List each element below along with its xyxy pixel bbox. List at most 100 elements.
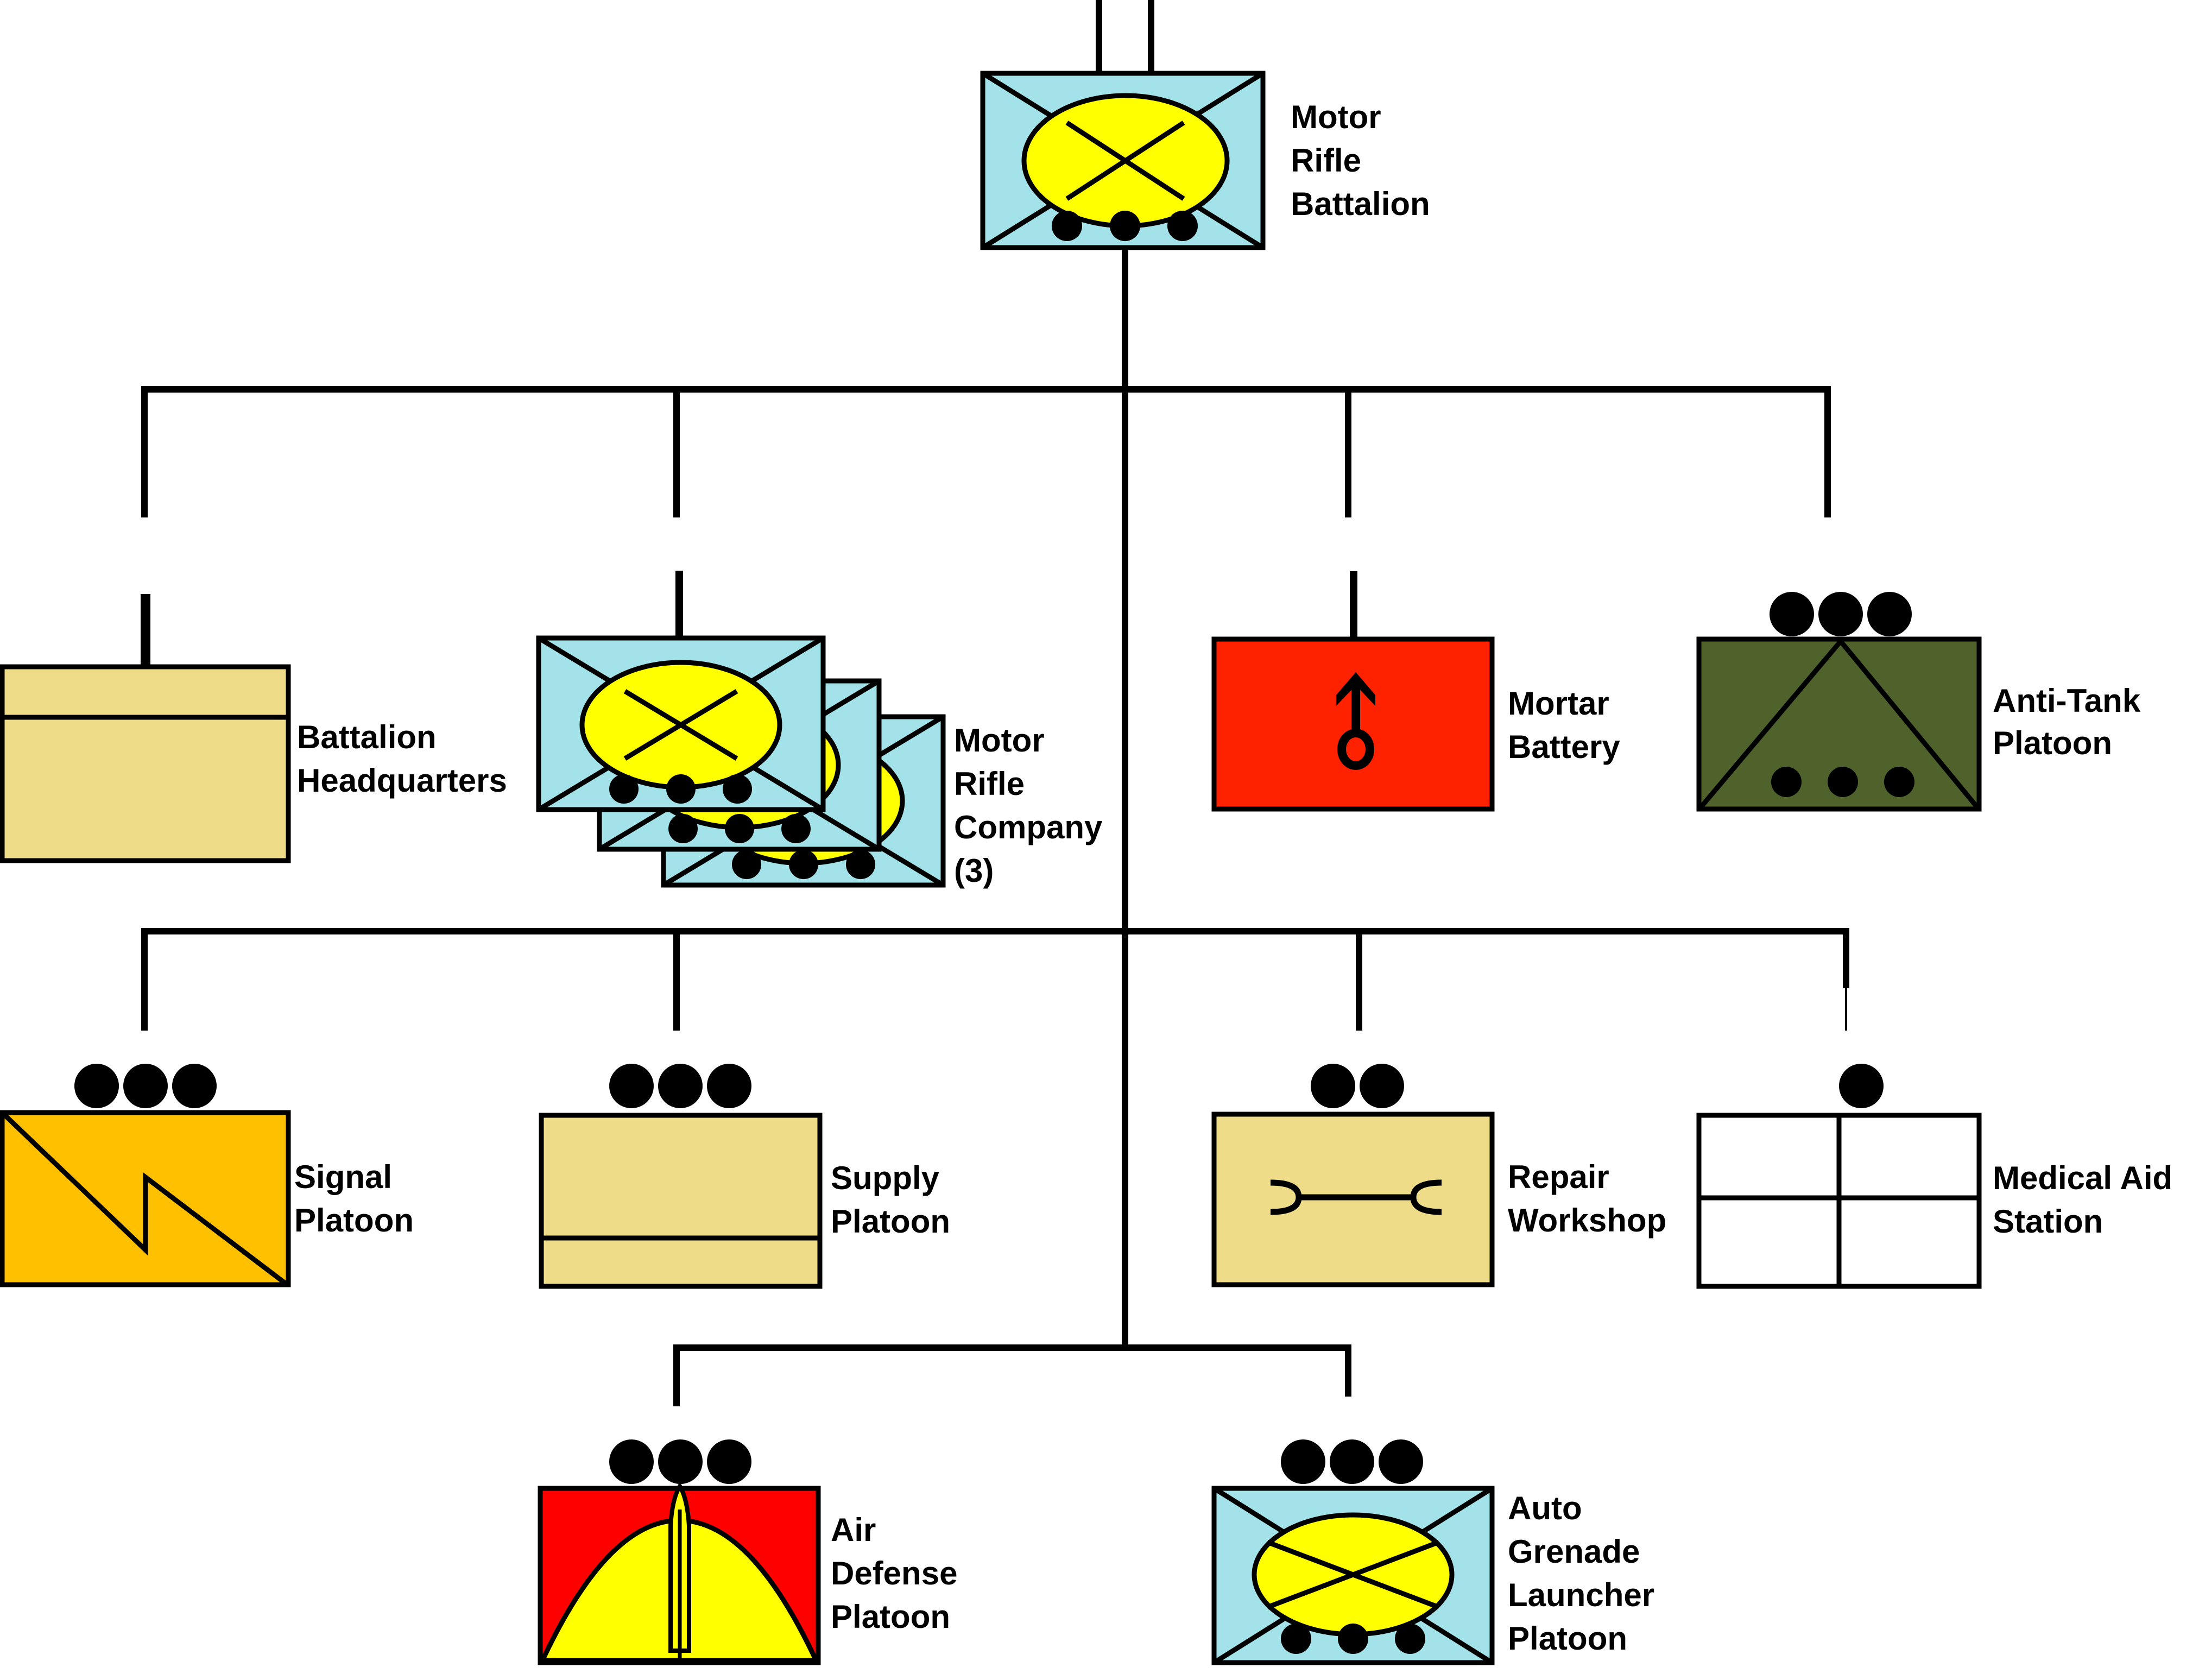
label-line: Anti-Tank: [1993, 683, 2141, 719]
size-dot: [666, 774, 696, 804]
unit-frame: [0, 664, 291, 863]
label-line: Mortar: [1508, 685, 1609, 722]
size-dot: [781, 814, 811, 843]
label-line: Platoon: [294, 1202, 414, 1239]
unit-label: Repair Workshop: [1508, 1159, 1666, 1239]
size-dot: [723, 774, 752, 804]
mortar-icon: [1336, 672, 1375, 770]
label-line: Battalion: [297, 719, 437, 755]
unit-label: Motor Rifle Battalion: [1291, 99, 1430, 222]
label-line: Medical Aid: [1993, 1160, 2172, 1196]
unit-supply-platoon[interactable]: Supply Platoon: [539, 1064, 950, 1289]
label-line: Station: [1993, 1203, 2103, 1240]
unit-frame: [539, 1113, 823, 1289]
size-dot: [1395, 1624, 1425, 1654]
size-dot: [1828, 767, 1858, 797]
company-card-1: [536, 635, 826, 812]
size-dot: [1884, 767, 1914, 797]
size-dot: [74, 1064, 119, 1108]
label-line: Motor: [1291, 99, 1381, 135]
label-line: Company: [954, 809, 1103, 845]
size-dot: [1818, 592, 1863, 636]
size-dot: [658, 1439, 703, 1484]
unit-label: Supply Platoon: [831, 1160, 950, 1240]
unit-label: Battalion Headquarters: [297, 719, 507, 799]
size-dot: [725, 814, 754, 843]
size-dot: [707, 1439, 751, 1484]
label-line: Platoon: [1993, 725, 2112, 761]
connector-lines: [141, 0, 1849, 1406]
label-line: Repair: [1508, 1159, 1609, 1195]
size-dot: [1311, 1064, 1355, 1108]
size-dot: [1052, 211, 1082, 241]
label-line: Auto: [1508, 1490, 1582, 1526]
size-dot: [846, 850, 875, 879]
infantry-cross: [1266, 1539, 1440, 1610]
label-line: Workshop: [1508, 1202, 1666, 1239]
label-line: Headquarters: [297, 762, 507, 799]
size-dot: [172, 1064, 217, 1108]
label-line: Platoon: [1508, 1620, 1627, 1657]
label-line: Rifle: [1291, 142, 1361, 179]
unit-motor-rifle-battalion[interactable]: Motor Rifle Battalion: [980, 71, 1430, 250]
label-line: Platoon: [831, 1599, 950, 1635]
label-line: Platoon: [831, 1203, 950, 1240]
unit-label: Air Defense Platoon: [831, 1512, 966, 1635]
size-dot: [732, 850, 761, 879]
size-dot: [789, 850, 818, 879]
size-dot: [123, 1064, 168, 1108]
size-dot: [1770, 592, 1814, 636]
unit-motor-rifle-company[interactable]: Motor Rifle Company (3): [536, 571, 1111, 889]
size-dot: [1330, 1439, 1374, 1484]
label-line: Motor: [954, 722, 1045, 759]
size-dot: [609, 1064, 654, 1108]
unit-label: Mortar Battery: [1508, 685, 1620, 765]
unit-mortar-battery[interactable]: Mortar Battery: [1211, 571, 1620, 812]
label-line: Signal: [294, 1159, 392, 1195]
size-dot: [1110, 211, 1140, 241]
unit-signal-platoon[interactable]: Signal Platoon: [0, 1064, 414, 1287]
size-dot: [1167, 211, 1198, 241]
label-line: Grenade: [1508, 1533, 1640, 1570]
size-dot: [1281, 1624, 1311, 1654]
row1-branch: [141, 386, 1831, 517]
maintenance-wrench-icon: [1270, 1179, 1442, 1215]
unit-label: Auto Grenade Launcher Platoon: [1508, 1490, 1664, 1657]
anti-tank-icon: [1699, 637, 1979, 809]
infantry-cross: [1065, 121, 1185, 201]
unit-anti-tank-platoon[interactable]: Anti-Tank Platoon: [1696, 592, 2150, 812]
label-line: Supply: [831, 1160, 940, 1196]
unit-medical-aid-station[interactable]: Medical Aid Station: [1696, 1064, 2182, 1289]
unit-label: Motor Rifle Company (3): [954, 722, 1111, 889]
unit-label: Signal Platoon: [294, 1159, 414, 1239]
label-line: Air: [831, 1512, 876, 1548]
label-line: Rifle: [954, 766, 1025, 802]
size-dot: [1839, 1064, 1884, 1108]
size-dot: [707, 1064, 751, 1108]
size-dot: [658, 1064, 703, 1108]
size-dot: [609, 774, 639, 804]
size-dot: [1771, 767, 1802, 797]
size-dot: [1867, 592, 1912, 636]
unit-air-defense-platoon[interactable]: Air Defense Platoon: [538, 1439, 966, 1665]
label-line: Battalion: [1291, 186, 1430, 222]
label-line: Defense: [831, 1555, 957, 1591]
unit-repair-workshop[interactable]: Repair Workshop: [1211, 1064, 1666, 1287]
size-dot: [668, 814, 698, 843]
size-dot: [1281, 1439, 1325, 1484]
label-line: Launcher: [1508, 1577, 1654, 1613]
label-line: (3): [954, 852, 994, 889]
size-dot: [609, 1439, 654, 1484]
label-line: Battery: [1508, 729, 1620, 765]
row2-branch: [141, 928, 1849, 1031]
unit-battalion-headquarters[interactable]: Battalion Headquarters: [0, 594, 507, 863]
unit-auto-grenade-launcher-platoon[interactable]: Auto Grenade Launcher Platoon: [1211, 1439, 1664, 1665]
size-dot: [1360, 1064, 1404, 1108]
unit-label: Medical Aid Station: [1993, 1160, 2182, 1240]
infantry-cross: [623, 689, 738, 761]
unit-label: Anti-Tank Platoon: [1993, 683, 2150, 761]
size-dot: [1379, 1439, 1423, 1484]
signal-lightning-icon: [1, 1111, 289, 1287]
size-dot: [1338, 1624, 1368, 1654]
